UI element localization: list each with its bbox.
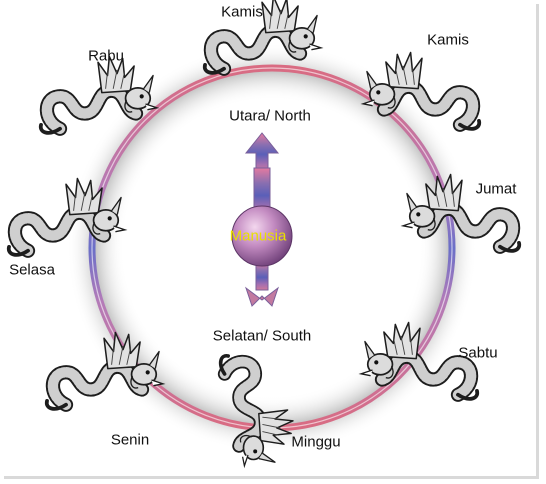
- day-label-kamis-top: Kamis: [221, 3, 263, 21]
- day-label-kamis-right: Kamis: [427, 31, 469, 49]
- north-label: Utara/ North: [229, 107, 311, 125]
- center-label: Manusia: [229, 227, 287, 245]
- day-label-jumat: Jumat: [475, 180, 517, 198]
- day-label-rabu: Rabu: [88, 47, 124, 65]
- day-label-senin: Senin: [110, 431, 150, 449]
- south-label: Selatan/ South: [212, 327, 312, 345]
- human-sphere-icon: [231, 205, 293, 267]
- north-south-arrow: [244, 132, 280, 307]
- day-label-selasa: Selasa: [9, 261, 55, 279]
- day-label-minggu: Minggu: [291, 433, 341, 451]
- day-label-sabtu: Sabtu: [458, 344, 498, 362]
